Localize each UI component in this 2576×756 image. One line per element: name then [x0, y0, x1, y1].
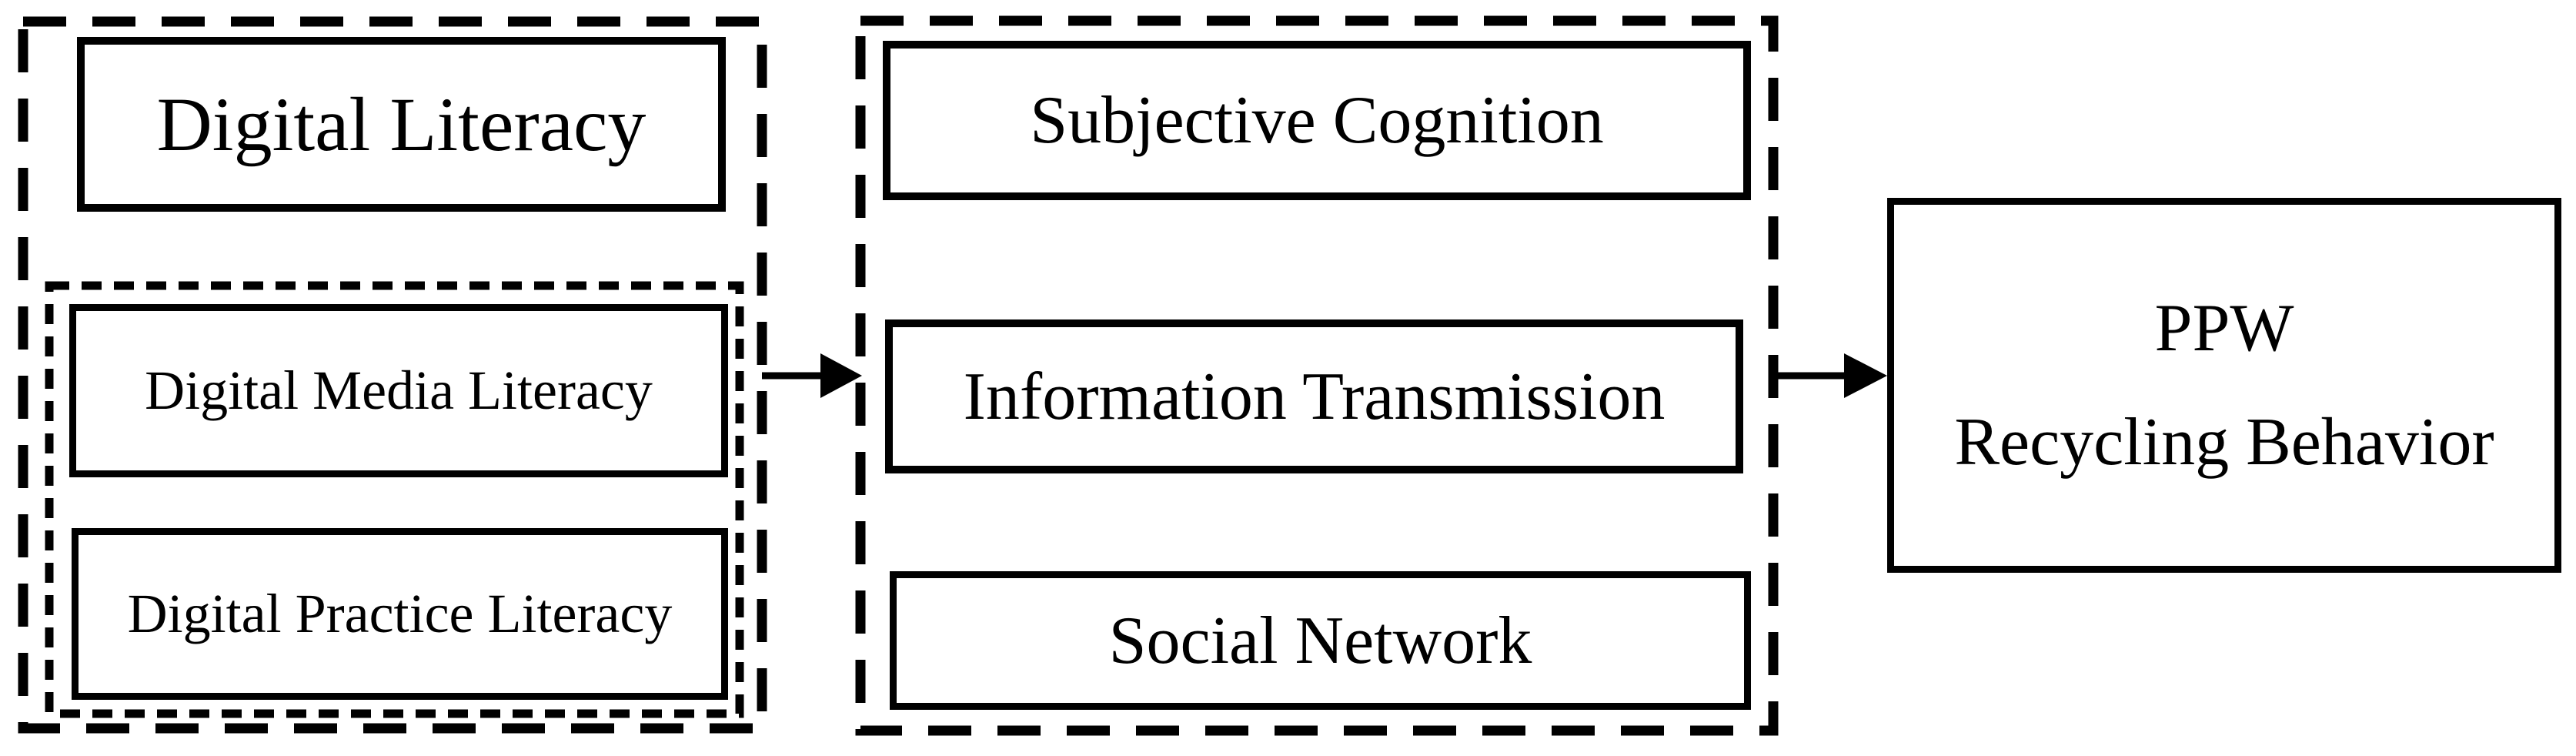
digital-literacy-subdimensions-border: [45, 281, 744, 718]
arrow-middle-to-outcome: [1770, 353, 1887, 398]
arrow-left-to-middle: [762, 353, 862, 398]
digital-practice-literacy-box: Digital Practice Literacy: [72, 528, 728, 700]
ppw-recycling-behavior-box: PPW Recycling Behavior: [1887, 198, 2561, 573]
arrow-left-to-middle-head-icon: [820, 353, 862, 398]
digital-literacy-box: Digital Literacy: [77, 37, 726, 212]
digital-media-literacy-box: Digital Media Literacy: [69, 304, 728, 477]
subjective-cognition-box: Subjective Cognition: [883, 41, 1751, 200]
arrow-middle-to-outcome-head-icon: [1844, 353, 1887, 398]
social-network-box: Social Network: [890, 571, 1751, 710]
ppw-recycling-behavior-line1: PPW: [2154, 290, 2294, 366]
information-transmission-box: Information Transmission: [885, 319, 1743, 473]
ppw-recycling-behavior-line2: Recycling Behavior: [1954, 404, 2494, 480]
digital-literacy-group-border: [18, 16, 767, 734]
